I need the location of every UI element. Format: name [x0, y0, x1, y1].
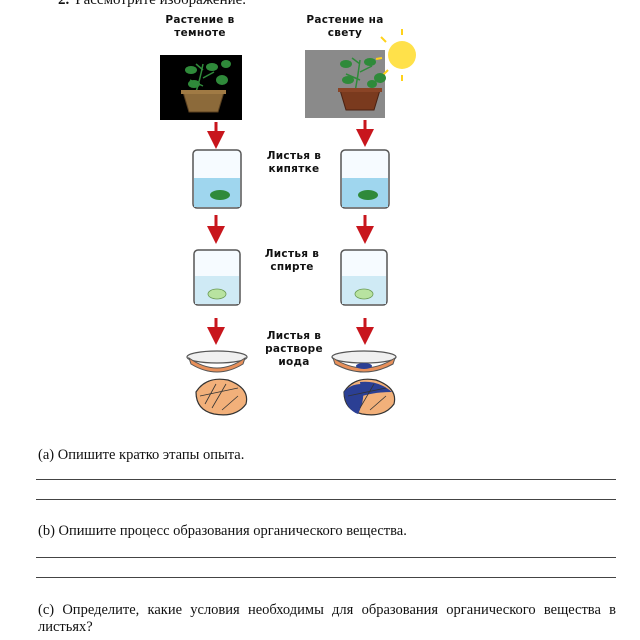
label-step-alcohol: Листья в спирте — [264, 248, 320, 273]
question-c: (c) Определите, какие условия необходимы… — [38, 602, 616, 635]
plant-dark-panel — [160, 55, 242, 120]
question-b: (b) Опишите процесс образования органиче… — [38, 523, 407, 539]
beaker-boiling-dark — [192, 149, 242, 209]
label-step-iodine: Листья в растворе иода — [265, 330, 323, 368]
answer-line[interactable] — [36, 577, 616, 578]
task-number: 2. — [58, 0, 70, 8]
task-instruction: Рассмотрите изображение. — [75, 0, 247, 8]
task-header: 2. Рассмотрите изображение. — [58, 0, 246, 9]
question-a: (a) Опишите кратко этапы опыта. — [38, 447, 245, 463]
beaker-boiling-light — [340, 149, 390, 209]
dish-iodine-light — [331, 350, 397, 373]
label-plant-dark: Растение в темноте — [165, 14, 235, 39]
dish-iodine-dark — [186, 350, 248, 373]
arrows — [207, 120, 374, 345]
beaker-alcohol-light — [340, 249, 388, 306]
beaker-alcohol-dark — [193, 249, 241, 306]
leaf-result-dark — [195, 378, 248, 416]
answer-line[interactable] — [36, 499, 616, 500]
label-plant-light: Растение на свету — [306, 14, 384, 39]
label-step-boiling: Листья в кипятке — [266, 150, 322, 175]
answer-line[interactable] — [36, 479, 616, 480]
leaf-result-light — [343, 378, 396, 416]
plant-light-panel — [305, 29, 416, 118]
answer-line[interactable] — [36, 557, 616, 558]
